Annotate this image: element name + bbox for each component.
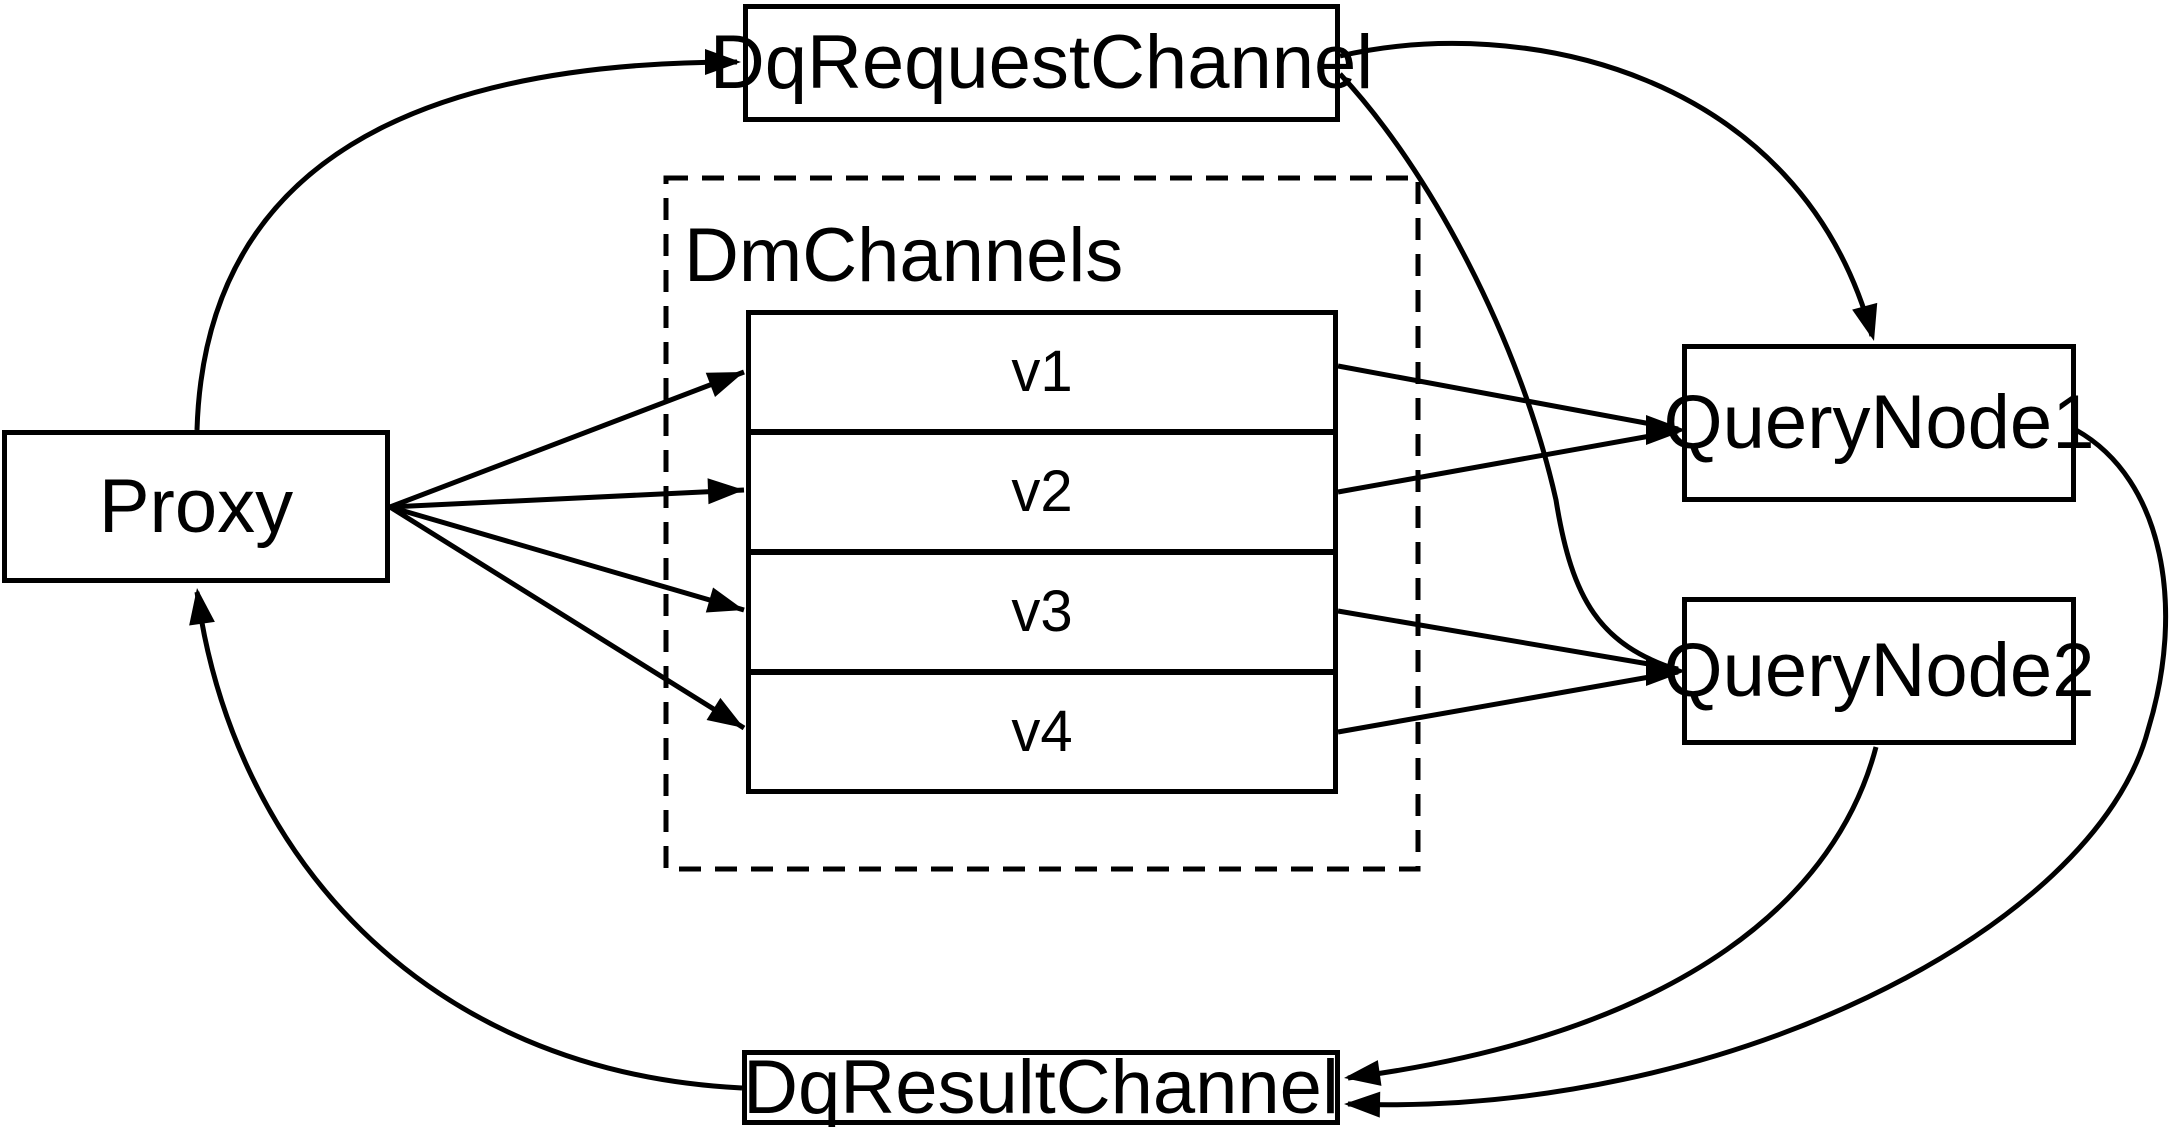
node-query-node1: QueryNode1 [1664, 344, 2094, 502]
edge-dqrequestchannel-to-querynode2 [1338, 72, 1679, 673]
node-dq-request-channel: DqRequestChannel [710, 4, 1373, 122]
dq-request-channel-label: DqRequestChannel [709, 20, 1374, 105]
edge-querynode2-to-dqresultchannel [1347, 746, 1879, 1081]
dm-channels-stack: v1 v2 v3 v4 [746, 310, 1338, 794]
channel-row-v4: v4 [1011, 699, 1073, 764]
node-proxy: Proxy [2, 430, 390, 583]
edge-v3-to-querynode2 [1337, 608, 1679, 672]
edge-proxy-to-v2 [389, 487, 745, 510]
channel-row-v1: v1 [751, 315, 1333, 435]
edge-dqresultchannel-to-proxy [194, 591, 743, 1091]
arrowhead-into-dqresultchannel-lower [1344, 1091, 1381, 1118]
arrowhead-into-querynode1-top [1852, 302, 1878, 341]
edge-v1-to-querynode1 [1337, 363, 1679, 432]
edge-proxy-to-v4 [388, 504, 746, 731]
query-node1-label: QueryNode1 [1663, 380, 2095, 465]
arrowhead-into-v4 [706, 697, 744, 728]
dm-channels-group-label: DmChannels [684, 213, 1124, 298]
node-dq-result-channel: DqResultChannel [742, 1044, 1340, 1127]
arrowhead-into-v1 [705, 372, 744, 397]
channel-row-v2: v2 [751, 435, 1333, 555]
node-query-node2: QueryNode2 [1664, 597, 2094, 745]
proxy-label: Proxy [98, 463, 294, 549]
edge-proxy-to-v3 [389, 504, 745, 613]
edge-v4-to-querynode2 [1337, 669, 1679, 735]
dm-channels-group-border [663, 175, 1421, 872]
arrowhead-into-proxy-bottom [189, 588, 215, 626]
arrowhead-into-v3 [705, 587, 744, 613]
edge-proxy-to-dqrequestchannel [194, 59, 738, 431]
edge-v2-to-querynode1 [1337, 428, 1679, 495]
arrowhead-into-querynode1-left [1646, 415, 1686, 445]
dq-result-channel-label: DqResultChannel [743, 1044, 1339, 1127]
query-node2-label: QueryNode2 [1663, 628, 2095, 713]
channel-row-v3: v3 [751, 555, 1333, 675]
edge-proxy-to-v1 [389, 369, 745, 510]
edge-dqrequestchannel-to-querynode1 [1339, 41, 1875, 337]
edge-querynode1-to-dqresultchannel [1347, 427, 2169, 1108]
arrowhead-into-dqrequestchannel [705, 49, 741, 75]
arrowhead-into-dqresultchannel-upper [1344, 1060, 1382, 1086]
arrowhead-into-v2 [707, 478, 744, 505]
